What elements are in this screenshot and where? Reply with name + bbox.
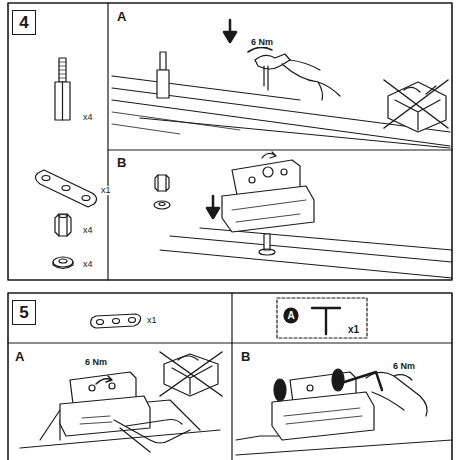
torque-value: 6 Nm [84,358,108,367]
tool-hand [114,420,190,453]
wrong-way-inset [384,80,448,132]
step-frame [8,3,452,280]
sub-step-letter: B [240,350,251,363]
divider [107,3,108,280]
divider [8,342,232,343]
step-number-box: 5 [12,300,36,325]
nut-part [155,175,169,191]
step-number-box: 4 [12,10,36,35]
torque-value: 6 Nm [392,362,416,371]
tool-box-outline [277,298,367,338]
plate-part [35,170,96,207]
washer-part [154,201,170,209]
step-number: 4 [19,14,28,31]
divider [232,342,452,343]
down-arrow [207,196,219,218]
washer-part [53,257,73,269]
nut-part [55,214,71,236]
quantity: x4 [82,226,94,235]
quantity: x4 [82,113,94,122]
wrench-hand [248,42,340,100]
sub-step-letter: B [116,156,127,169]
rack-foot [222,152,314,255]
wrong-way-inset [160,352,222,396]
allen-key [312,308,340,334]
sub-step-letter: A [116,10,127,23]
bolt-part [157,52,169,98]
roof-rail [160,228,452,278]
rack-foot [236,369,452,455]
sub-step-letter: A [14,350,25,363]
tool-callout-box: x1 A [277,298,367,338]
step-number: 5 [19,304,28,321]
quantity: x4 [82,260,94,269]
plate-part [91,314,141,328]
divider [231,293,232,460]
quantity: x1 [146,316,158,325]
tool-letter: A [287,311,294,321]
tool-letter-circle: A [283,307,299,324]
key-hand [338,372,427,416]
quantity: x1 [348,325,359,335]
bolt-part [55,58,70,120]
step-frame [8,293,452,460]
quantity: x1 [100,186,112,195]
torque-value: 6 Nm [250,38,274,47]
down-arrow [224,20,236,42]
divider [108,149,452,150]
